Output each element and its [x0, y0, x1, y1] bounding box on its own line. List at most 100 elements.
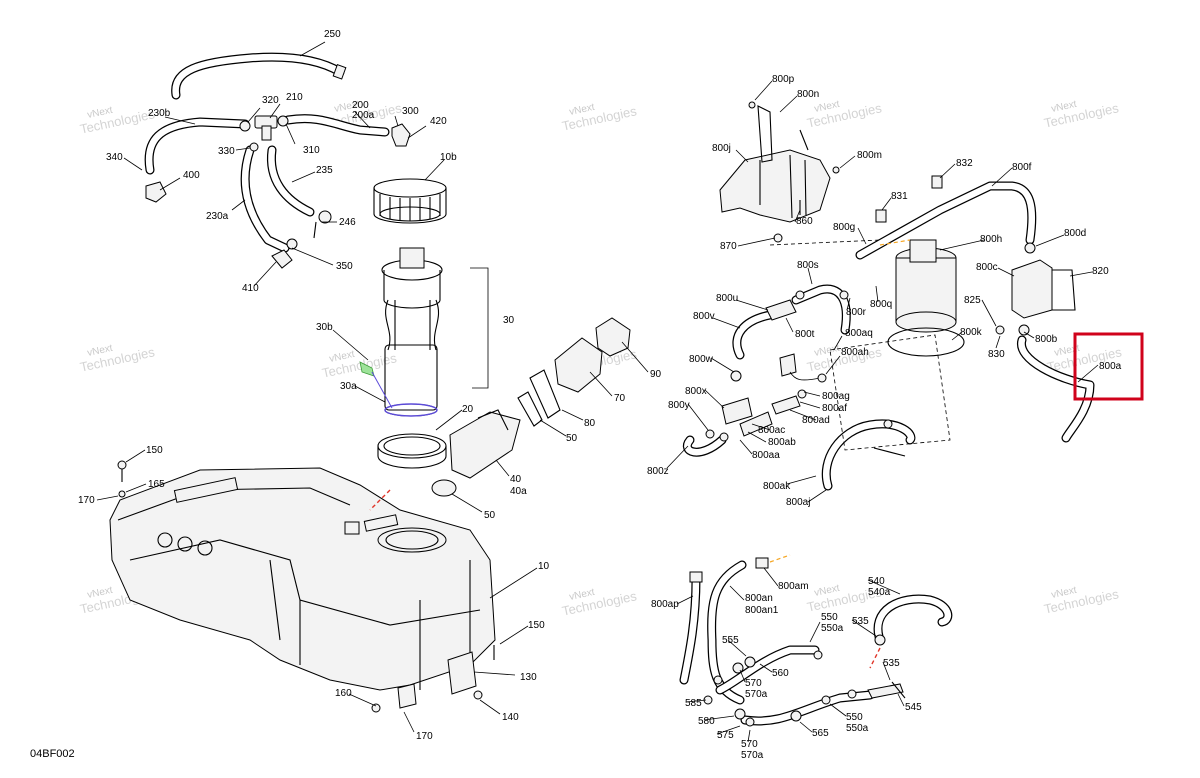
callout-800r: 800r — [846, 307, 867, 318]
callout-200: 200 — [352, 100, 369, 111]
callout-800v: 800v — [693, 311, 715, 322]
callout-30: 30 — [503, 315, 515, 326]
callout-40a: 40a — [510, 486, 527, 497]
callout-800ab: 800ab — [768, 437, 796, 448]
callout-30a: 30a — [340, 381, 357, 392]
callout-800u: 800u — [716, 293, 738, 304]
callout-40: 40 — [510, 474, 522, 485]
callout-555: 555 — [722, 635, 739, 646]
watermark-line1: vNext — [86, 585, 114, 601]
callout-800aq: 800aq — [845, 328, 873, 339]
callout-800an1: 800an1 — [745, 605, 779, 616]
callout-800c: 800c — [976, 262, 998, 273]
callout-800z: 800z — [647, 466, 669, 477]
callout-235: 235 — [316, 165, 333, 176]
callout-535-upper: 535 — [852, 616, 869, 627]
callout-800ak: 800ak — [763, 481, 791, 492]
callout-350: 350 — [336, 261, 353, 272]
callout-565: 565 — [812, 728, 829, 739]
upper-hose-assembly — [144, 52, 411, 269]
watermark-line1: vNext — [333, 99, 361, 115]
filler-neck-assembly — [431, 317, 631, 497]
gasket-20 — [377, 433, 447, 469]
callout-800ad: 800ad — [802, 415, 830, 426]
callout-230b: 230b — [148, 108, 171, 119]
callout-200a: 200a — [352, 110, 375, 121]
callout-535-lower: 535 — [883, 658, 900, 669]
watermark-line1: vNext — [86, 343, 114, 359]
callout-800g: 800g — [833, 222, 855, 233]
callout-825: 825 — [964, 295, 981, 306]
callout-550-lower: 550 — [846, 712, 863, 723]
callout-300: 300 — [402, 106, 419, 117]
callout-400: 400 — [183, 170, 200, 181]
fuel-lines-lower — [679, 554, 953, 727]
callout-165: 165 — [148, 479, 165, 490]
lock-ring-10b — [373, 178, 447, 224]
callout-170-lower: 170 — [416, 731, 433, 742]
callout-10: 10 — [538, 561, 550, 572]
callout-831: 831 — [891, 191, 908, 202]
callout-580: 580 — [698, 716, 715, 727]
callout-830: 830 — [988, 349, 1005, 360]
callout-570-upper: 570 — [745, 678, 762, 689]
callout-800ac: 800ac — [758, 425, 785, 436]
callout-320: 320 — [262, 95, 279, 106]
callout-800k: 800k — [960, 327, 983, 338]
callout-800ap: 800ap — [651, 599, 679, 610]
watermark-line1: vNext — [328, 349, 356, 365]
callout-870: 870 — [720, 241, 737, 252]
callout-570a-lower: 570a — [741, 750, 764, 761]
callout-800d: 800d — [1064, 228, 1086, 239]
callout-800aj: 800aj — [786, 497, 810, 508]
callout-560: 560 — [772, 668, 789, 679]
callout-410: 410 — [242, 283, 259, 294]
watermark-line1: vNext — [568, 102, 596, 118]
watermark-line1: vNext — [86, 105, 114, 121]
callout-50-lower: 50 — [484, 510, 496, 521]
callout-800am: 800am — [778, 581, 809, 592]
callout-246: 246 — [339, 217, 356, 228]
watermark-line1: vNext — [568, 587, 596, 603]
evap-canister-assembly — [719, 101, 1144, 443]
callout-340: 340 — [106, 152, 123, 163]
callout-30b: 30b — [316, 322, 333, 333]
callout-80: 80 — [584, 418, 596, 429]
watermark-line1: vNext — [813, 583, 841, 599]
callout-860: 860 — [796, 216, 813, 227]
callout-575: 575 — [717, 730, 734, 741]
callout-540: 540 — [868, 576, 885, 587]
callout-330: 330 — [218, 146, 235, 157]
callout-800ah: 800ah — [841, 347, 869, 358]
callout-550-upper: 550 — [821, 612, 838, 623]
callout-550a-lower: 550a — [846, 723, 869, 734]
callout-540a: 540a — [868, 587, 891, 598]
callout-832: 832 — [956, 158, 973, 169]
callout-150-lower: 150 — [528, 620, 545, 631]
callout-150: 150 — [146, 445, 163, 456]
callout-800an: 800an — [745, 593, 773, 604]
callout-800t: 800t — [795, 329, 815, 340]
fuel-tank-10 — [109, 460, 496, 713]
leader-lines — [96, 41, 1099, 743]
callout-800y: 800y — [668, 400, 690, 411]
callout-800aa: 800aa — [752, 450, 780, 461]
watermark-line1: vNext — [1050, 99, 1078, 115]
callout-800b: 800b — [1035, 334, 1058, 345]
callout-70: 70 — [614, 393, 626, 404]
watermark-line1: vNext — [813, 343, 841, 359]
callout-800x: 800x — [685, 386, 707, 397]
watermark-line1: vNext — [1050, 585, 1078, 601]
callout-50: 50 — [566, 433, 578, 444]
callout-800w: 800w — [689, 354, 714, 365]
callout-130: 130 — [520, 672, 537, 683]
callout-545: 545 — [905, 702, 922, 713]
callout-800f: 800f — [1012, 162, 1032, 173]
callout-10b: 10b — [440, 152, 457, 163]
callout-210: 210 — [286, 92, 303, 103]
fuel-pump-module-30 — [359, 247, 489, 417]
callout-800p: 800p — [772, 74, 795, 85]
figure-code: 04BF002 — [30, 748, 75, 760]
callout-800m: 800m — [857, 150, 882, 161]
